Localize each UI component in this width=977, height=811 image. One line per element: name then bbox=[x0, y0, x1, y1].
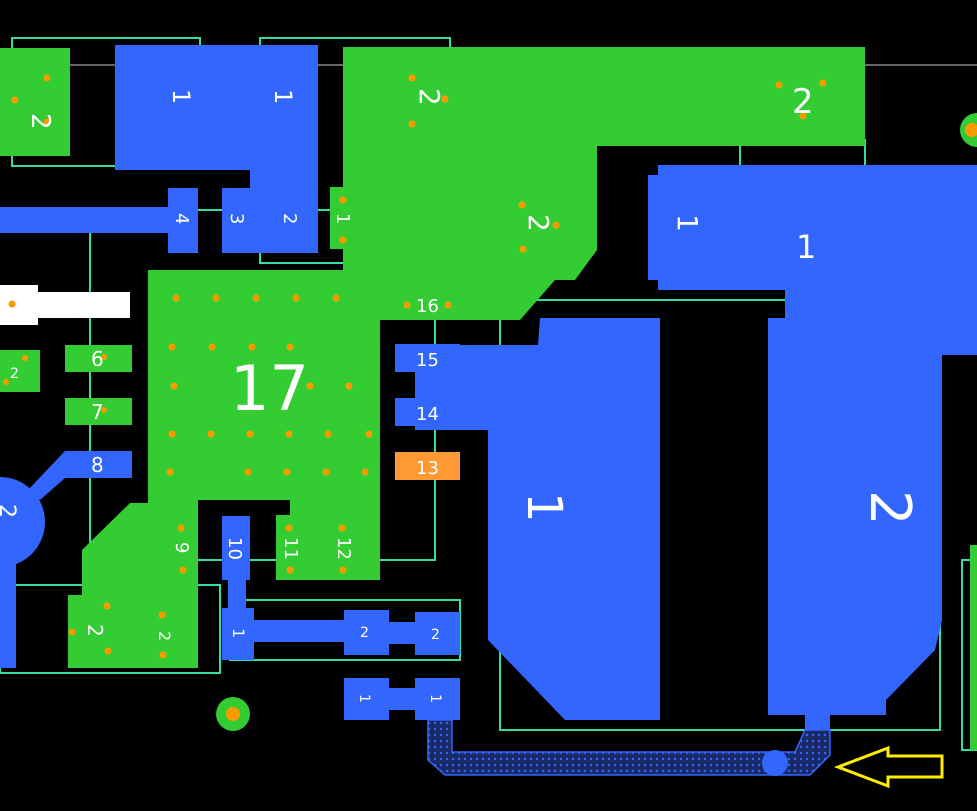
label-pad-15: 15 bbox=[416, 350, 439, 371]
via-ring-right bbox=[960, 113, 977, 147]
pad-group-top-blue[interactable] bbox=[0, 45, 318, 253]
label-pad-1-big: 1 bbox=[516, 492, 572, 523]
left-edge-parts[interactable] bbox=[0, 285, 130, 668]
label-pad-14: 14 bbox=[416, 404, 439, 425]
label-pad-2-big: 2 bbox=[857, 490, 922, 526]
label-pad-1-a: 1 bbox=[167, 89, 195, 104]
label-pad-2-g: 2 bbox=[155, 631, 174, 641]
label-pad-2-top-left: 2 bbox=[25, 113, 55, 130]
label-pad-2-left: 2 bbox=[10, 366, 19, 382]
label-pad-2-c: 2 bbox=[413, 88, 446, 106]
pad-17-region[interactable] bbox=[68, 270, 380, 668]
label-pad-1-d: 1 bbox=[671, 214, 704, 232]
label-pad-2-i: 2 bbox=[431, 627, 440, 643]
label-pad-1-g: 1 bbox=[356, 694, 372, 703]
label-pad-13: 13 bbox=[416, 458, 439, 479]
label-pad-2-b: 2 bbox=[279, 213, 300, 224]
label-pad-17: 17 bbox=[230, 352, 309, 425]
label-pad-6: 6 bbox=[91, 347, 104, 371]
label-pad-8: 8 bbox=[91, 453, 104, 477]
label-pad-9: 9 bbox=[171, 542, 192, 553]
label-pad-7: 7 bbox=[91, 400, 104, 424]
label-pad-4: 4 bbox=[171, 213, 192, 224]
label-pad-2-circle: 2 bbox=[0, 504, 19, 518]
bottom-component-pads[interactable] bbox=[344, 610, 460, 720]
label-pad-12: 12 bbox=[333, 537, 354, 560]
label-pad-1-b: 1 bbox=[269, 89, 297, 104]
pad-column-right[interactable] bbox=[395, 344, 490, 480]
label-pad-11: 11 bbox=[280, 537, 301, 560]
label-pad-2-e: 2 bbox=[522, 214, 555, 232]
label-pad-10: 10 bbox=[224, 537, 245, 560]
pad-group-top-left[interactable] bbox=[0, 48, 70, 156]
label-pad-1-h: 1 bbox=[427, 694, 443, 703]
hatched-trace[interactable] bbox=[427, 719, 831, 776]
via-ring-bottom bbox=[216, 697, 250, 731]
label-pad-3: 3 bbox=[226, 213, 247, 224]
pad-labels: 2 1 1 4 3 2 1 2 2 2 1 1 16 15 14 13 17 6… bbox=[0, 82, 922, 703]
label-pad-2-h: 2 bbox=[360, 625, 369, 641]
label-pad-1-f: 1 bbox=[229, 628, 248, 638]
label-pad-16: 16 bbox=[416, 296, 439, 317]
label-pad-2-f: 2 bbox=[83, 624, 107, 637]
pad-10-trace[interactable] bbox=[222, 516, 352, 660]
copper-pour-top-green[interactable] bbox=[330, 47, 865, 320]
label-pad-1-c: 1 bbox=[332, 213, 353, 224]
label-pad-2-d: 2 bbox=[792, 82, 814, 122]
label-pad-1-e: 1 bbox=[796, 228, 816, 266]
pad-column-left[interactable] bbox=[28, 345, 132, 500]
copper-pour-right-blue-2[interactable] bbox=[768, 318, 942, 740]
right-edge-strip bbox=[970, 545, 977, 750]
arrow-left-outline-icon bbox=[833, 745, 944, 789]
